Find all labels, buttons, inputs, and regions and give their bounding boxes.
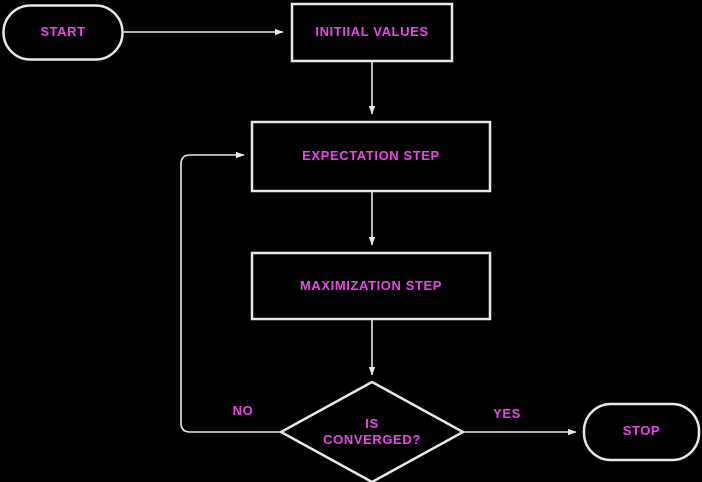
- node-is-converged-shape[interactable]: [278, 380, 466, 482]
- edge-converged-no-loop: [180, 151, 281, 433]
- node-maximization-step-shape[interactable]: [250, 251, 492, 321]
- node-expectation-step-shape[interactable]: [250, 120, 492, 193]
- node-stop-shape[interactable]: [582, 402, 701, 462]
- node-is-converged[interactable]: [281, 382, 463, 482]
- node-initial-values-shape[interactable]: [290, 2, 454, 63]
- node-maximization-step[interactable]: [251, 252, 491, 320]
- edge-label-no: NO: [232, 403, 254, 418]
- node-expectation-step[interactable]: [251, 121, 491, 192]
- node-stop[interactable]: [583, 403, 700, 460]
- node-start-shape[interactable]: [2, 4, 124, 61]
- node-initial-values[interactable]: [291, 3, 453, 62]
- node-start[interactable]: [3, 5, 123, 60]
- edge-label-yes: YES: [493, 406, 521, 421]
